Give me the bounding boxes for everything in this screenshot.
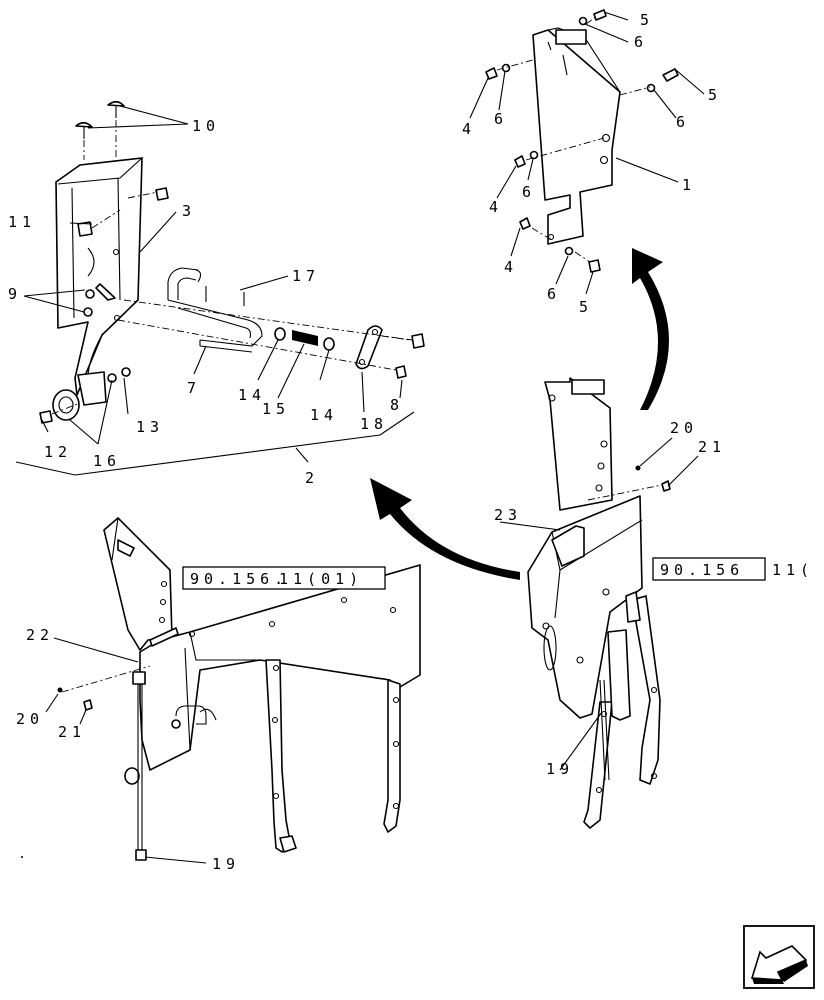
ref-box-right: 90.156 11( xyxy=(652,557,814,581)
callout-12: 12 xyxy=(44,443,72,461)
callout-10: 10 xyxy=(192,117,220,135)
callout-20-a: 20 xyxy=(670,419,698,437)
leaders-top-left xyxy=(23,105,403,445)
return-arrow-icon[interactable] xyxy=(743,925,815,989)
callout-3: 3 xyxy=(182,202,196,220)
ref-left-boxed: 90.156. xyxy=(190,570,288,588)
callout-21-a: 21 xyxy=(698,438,726,456)
callout-numbers: 1 2 3 4 4 4 5 5 5 6 6 6 6 6 7 8 9 10 11 … xyxy=(8,11,726,873)
callout-5-a: 5 xyxy=(640,11,654,29)
callout-19-a: 19 xyxy=(546,760,574,778)
callout-6-c: 6 xyxy=(676,113,690,131)
callout-6-e: 6 xyxy=(547,285,561,303)
leader-2 xyxy=(295,447,309,463)
ref-left-suffix: 11(01) xyxy=(279,570,363,588)
lever-assembly-top-left xyxy=(39,100,425,424)
callout-19-b: 19 xyxy=(212,855,240,873)
callout-2: 2 xyxy=(305,469,319,487)
bracket-assembly-top-right xyxy=(485,9,679,273)
callout-4-b: 4 xyxy=(489,198,503,216)
curved-arrows xyxy=(370,248,669,580)
callout-17: 17 xyxy=(292,267,320,285)
callout-21-b: 21 xyxy=(58,723,86,741)
callout-4-c: 4 xyxy=(504,258,518,276)
callout-6-a: 6 xyxy=(634,33,648,51)
callout-18: 18 xyxy=(360,415,388,433)
callout-16: 16 xyxy=(93,452,121,470)
callout-5-b: 5 xyxy=(708,86,722,104)
callout-14-a: 14 xyxy=(238,386,266,404)
callout-5-c: 5 xyxy=(579,298,593,316)
ref-box-left: 90.156. 11(01) xyxy=(182,566,386,590)
callout-9: 9 xyxy=(8,285,22,303)
leaders-lower-left xyxy=(45,637,207,864)
callout-8: 8 xyxy=(390,396,404,414)
callout-4-a: 4 xyxy=(462,120,476,138)
leaders-top-right xyxy=(469,11,705,295)
callout-6-b: 6 xyxy=(494,110,508,128)
ref-right-suffix: 11( xyxy=(772,561,814,579)
group-bracket-2 xyxy=(15,411,415,476)
callout-23: 23 xyxy=(494,506,522,524)
frame-assembly-right xyxy=(527,377,671,829)
callout-20-b: 20 xyxy=(16,710,44,728)
ref-right-boxed: 90.156 xyxy=(660,561,744,579)
callout-15: 15 xyxy=(262,400,290,418)
callout-11: 11 xyxy=(8,213,36,231)
callout-22: 22 xyxy=(26,626,54,644)
callout-6-d: 6 xyxy=(522,183,536,201)
callout-13: 13 xyxy=(136,418,164,436)
main-frame-lower-left xyxy=(21,517,421,861)
callout-7: 7 xyxy=(187,379,201,397)
callout-1: 1 xyxy=(682,176,696,194)
leaders-right-middle xyxy=(499,437,699,771)
callout-14-b: 14 xyxy=(310,406,338,424)
